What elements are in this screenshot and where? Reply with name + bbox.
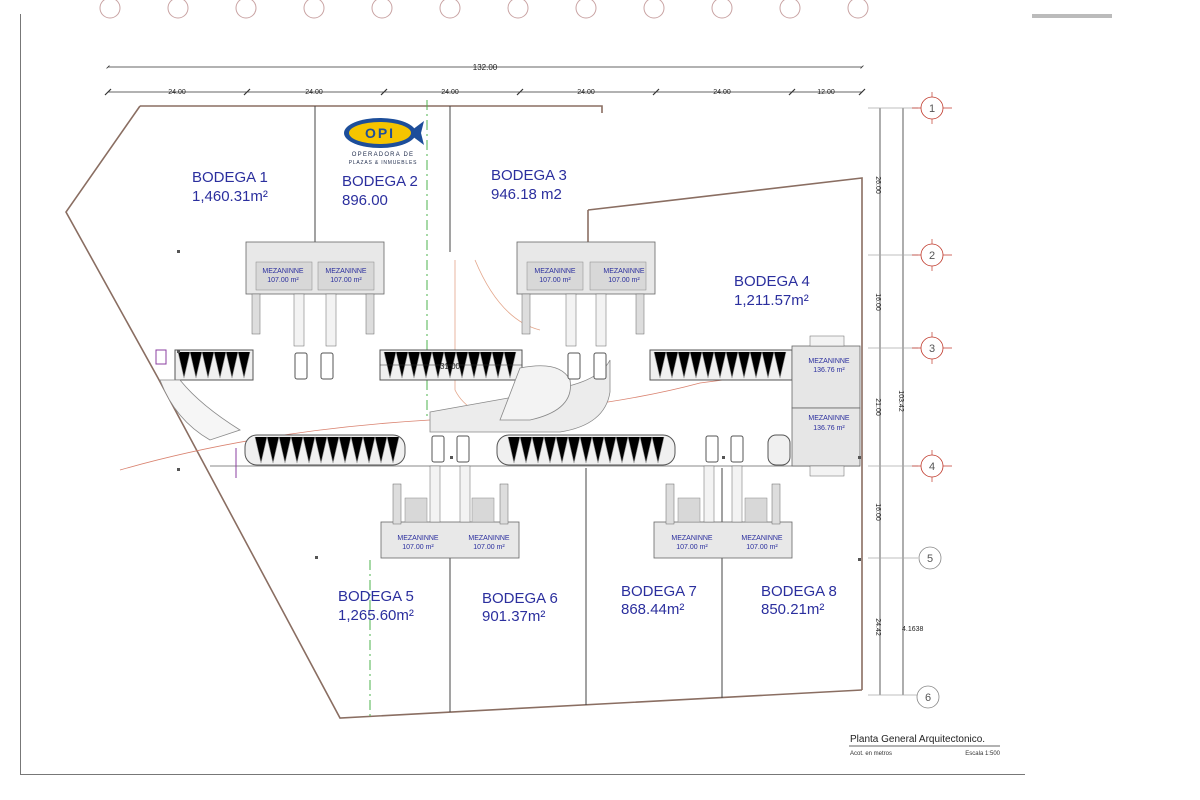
bodega-4-area: 1,211.57m² — [734, 292, 809, 309]
mezz-6-area: 136.76 m² — [813, 425, 845, 432]
bay-dim-3: 24.00 — [441, 89, 459, 96]
corridor-dimension: 31.00 — [440, 362, 461, 371]
plan-scale: Escala 1:500 — [965, 751, 1000, 757]
bay-dim-4: 24.00 — [577, 89, 595, 96]
mezz-10-area: 107.00 m² — [746, 544, 778, 551]
bodega-1-area: 1,460.31m² — [192, 188, 268, 205]
bodega-1-name: BODEGA 1 — [192, 169, 268, 186]
mezz-8-label: MEZANINNE — [468, 535, 510, 542]
logo-letters: OPI — [365, 125, 395, 141]
grid-bubble-4: 4 — [912, 450, 952, 482]
core-east — [791, 335, 861, 477]
bay-dim-1: 24.00 — [168, 89, 186, 96]
bodega-8-area: 850.21m² — [761, 601, 824, 618]
overall-dimension: 132.00 — [106, 63, 864, 72]
vdim-2: 16.00 — [874, 293, 881, 311]
aux-dimension: 4.1638 — [902, 626, 924, 633]
logo-line2: PLAZAS & INMUEBLES — [349, 160, 418, 166]
mezz-1-label: MEZANINNE — [262, 268, 304, 275]
core-south-east — [653, 435, 793, 559]
grid-label-2: 2 — [929, 250, 935, 262]
opi-logo: OPI OPERADORA DE PLAZAS & INMUEBLES — [344, 118, 424, 166]
vdim-3: 21.00 — [874, 398, 881, 416]
mezz-1-area: 107.00 m² — [267, 277, 299, 284]
plan-title: Planta General Arquitectonico. — [850, 734, 985, 745]
bodega-5-name: BODEGA 5 — [338, 588, 414, 605]
mezz-4-label: MEZANINNE — [603, 268, 645, 275]
grid-bubble-2: 2 — [912, 239, 952, 271]
grid-label-1: 1 — [929, 103, 935, 115]
mezz-2-area: 107.00 m² — [330, 277, 362, 284]
bodega-4-name: BODEGA 4 — [734, 273, 810, 290]
interior-walls — [210, 106, 860, 712]
grid-bubble-6: 6 — [916, 685, 940, 709]
bay-dim-6: 12.00 — [817, 89, 835, 96]
mezz-5-label: MEZANINNE — [808, 358, 850, 365]
vertical-total: 103.42 — [897, 390, 904, 412]
title-block: Planta General Arquitectonico. Acot. en … — [849, 734, 1001, 757]
grid-label-3: 3 — [929, 343, 935, 355]
mezz-10-label: MEZANINNE — [741, 535, 783, 542]
mezz-6-label: MEZANINNE — [808, 415, 850, 422]
title-strip — [1032, 14, 1112, 18]
bodega-6-name: BODEGA 6 — [482, 590, 558, 607]
bay-dimensions: 24.00 24.00 24.00 24.00 24.00 12.00 — [104, 88, 866, 96]
mezz-3-label: MEZANINNE — [534, 268, 576, 275]
bodega-5-area: 1,265.60m² — [338, 607, 414, 624]
top-grid-bubbles — [99, 0, 869, 19]
mezz-2-label: MEZANINNE — [325, 268, 367, 275]
bodega-3-name: BODEGA 3 — [491, 167, 567, 184]
south-corridor — [244, 434, 791, 466]
site-markers — [177, 250, 861, 561]
bodega-2-area: 896.00 — [342, 192, 388, 209]
vertical-dimensions — [868, 107, 918, 696]
mezz-8-area: 107.00 m² — [473, 544, 505, 551]
grid-label-4: 4 — [929, 461, 935, 473]
mezz-9-label: MEZANINNE — [671, 535, 713, 542]
bay-dim-5: 24.00 — [713, 89, 731, 96]
central-ramp — [159, 359, 611, 441]
bodega-7-name: BODEGA 7 — [621, 583, 697, 600]
mezz-7-label: MEZANINNE — [397, 535, 439, 542]
grid-bubble-1: 1 — [912, 92, 952, 124]
core-south-west — [380, 435, 520, 559]
mezz-7-area: 107.00 m² — [402, 544, 434, 551]
vdim-5: 24.42 — [874, 618, 881, 636]
bodega-2-name: BODEGA 2 — [342, 173, 418, 190]
mezzanine-labels: MEZANINNE 107.00 m² MEZANINNE 107.00 m² … — [262, 268, 850, 551]
grid-label-5: 5 — [927, 553, 933, 565]
grid-bubble-3: 3 — [912, 332, 952, 364]
grid-label-6: 6 — [925, 692, 931, 704]
vdim-4: 16.00 — [874, 503, 881, 521]
overall-dimension-label: 132.00 — [473, 63, 498, 72]
bodega-8-name: BODEGA 8 — [761, 583, 837, 600]
bodega-6-area: 901.37m² — [482, 608, 545, 625]
bodega-3-area: 946.18 m2 — [491, 186, 562, 203]
logo-line1: OPERADORA DE — [352, 152, 414, 158]
bay-dim-2: 24.00 — [305, 89, 323, 96]
bodega-7-area: 868.44m² — [621, 601, 684, 618]
core-north-center — [516, 241, 656, 380]
plan-units: Acot. en metros — [850, 751, 892, 757]
mezz-5-area: 136.76 m² — [813, 367, 845, 374]
vertical-dimension-labels: 26.00 16.00 21.00 16.00 24.42 103.42 4.1… — [874, 176, 924, 636]
entrance-marker — [155, 349, 237, 478]
mezz-9-area: 107.00 m² — [676, 544, 708, 551]
vdim-1: 26.00 — [874, 176, 881, 194]
grid-bubbles: 1 2 3 4 5 6 — [912, 92, 952, 709]
mezz-4-area: 107.00 m² — [608, 277, 640, 284]
north-corridor: 31.00 — [174, 349, 793, 381]
bodega-labels: BODEGA 1 1,460.31m² BODEGA 2 896.00 BODE… — [192, 167, 837, 625]
core-north-west — [245, 241, 385, 380]
grid-bubble-5: 5 — [918, 546, 942, 570]
mezz-3-area: 107.00 m² — [539, 277, 571, 284]
